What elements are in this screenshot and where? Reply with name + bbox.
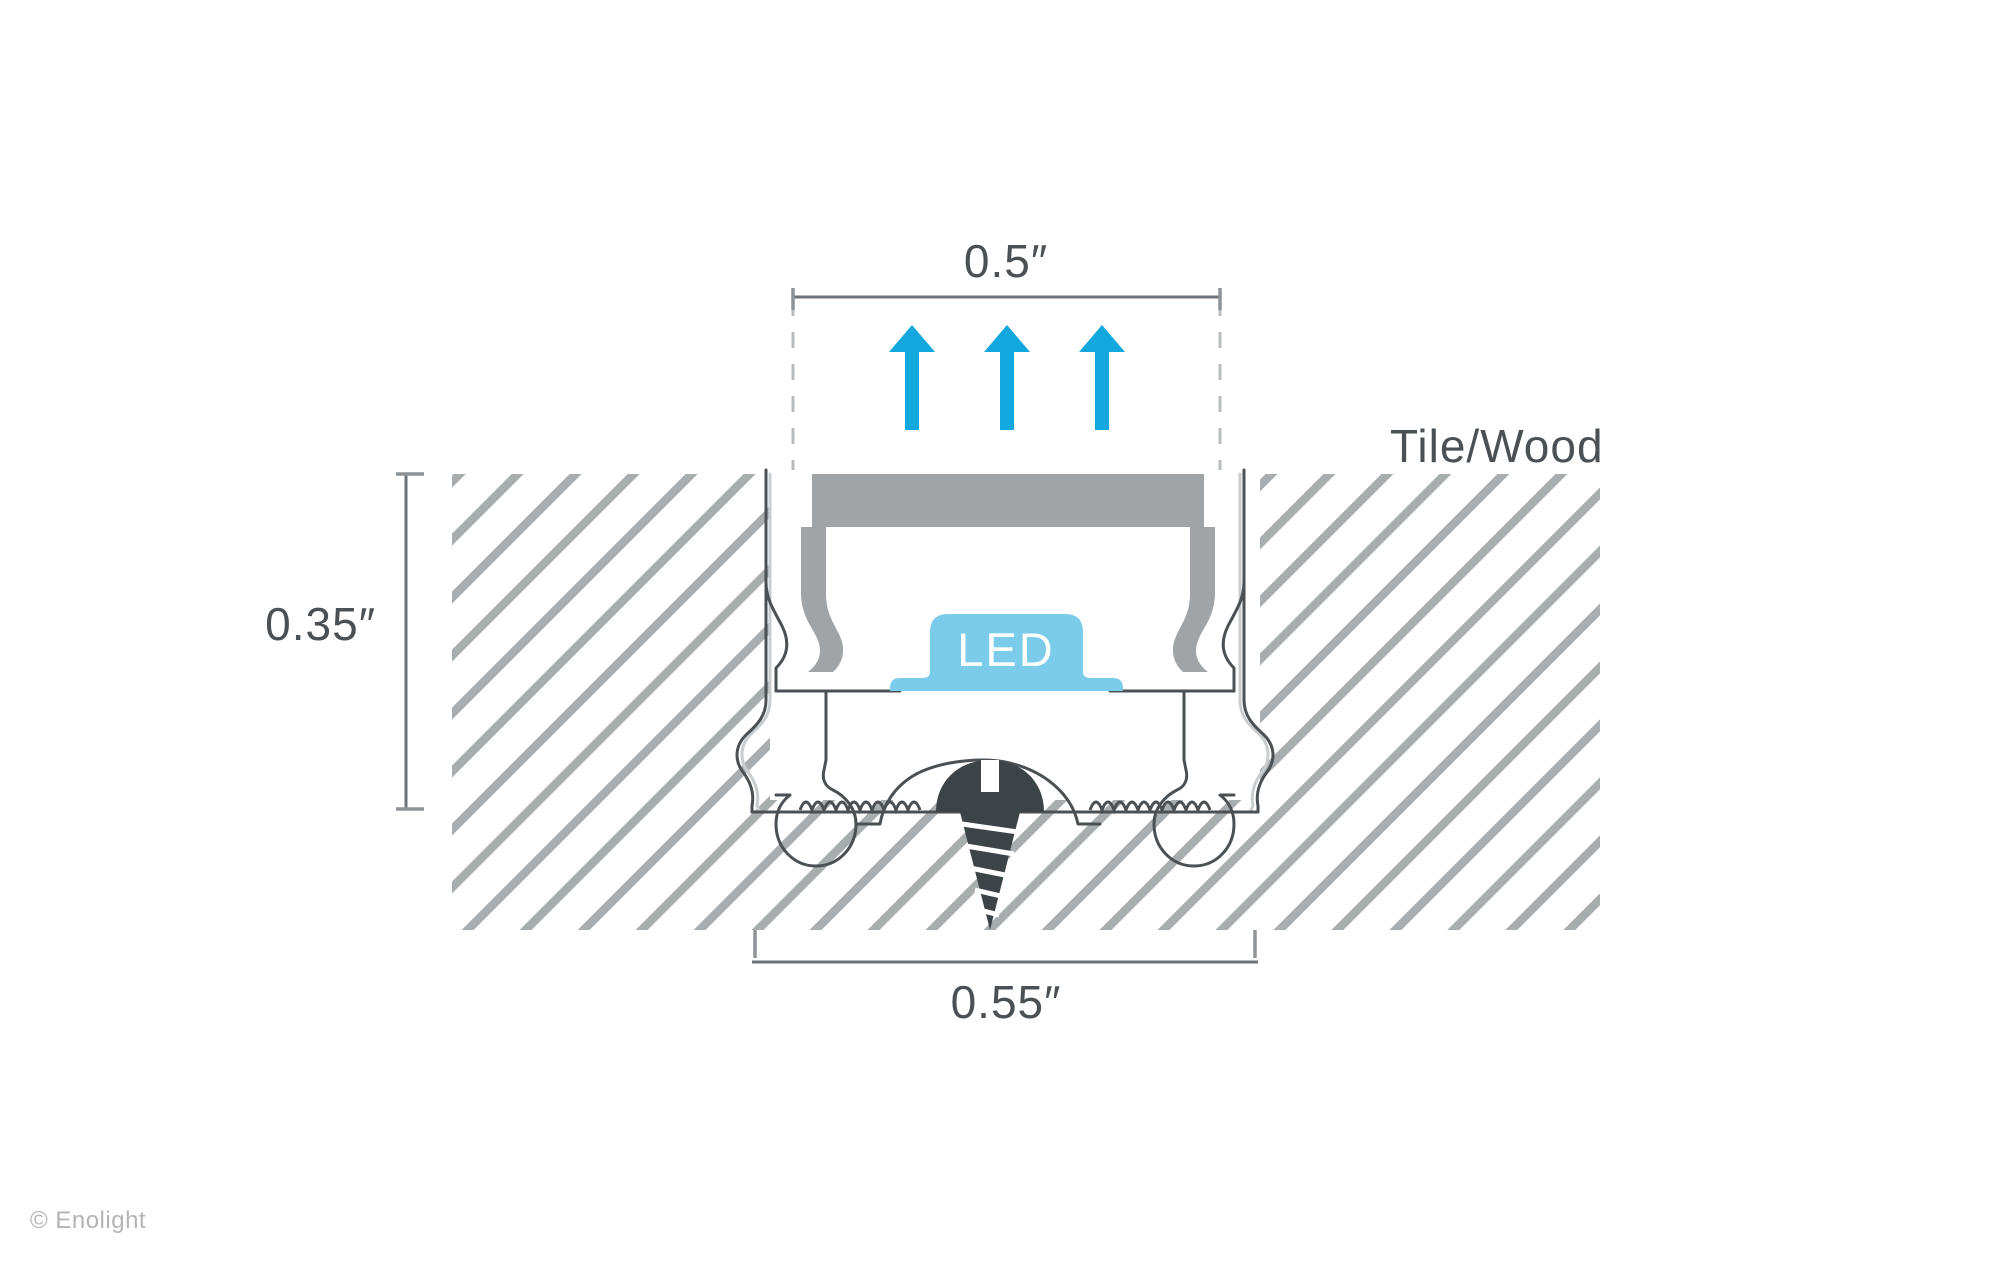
- dimension-label-bottom: 0.55″: [951, 976, 1062, 1028]
- copyright-credit: © Enolight: [30, 1207, 146, 1234]
- profile-scurve-left: [735, 580, 768, 814]
- substrate-tile-wood: [452, 474, 1600, 930]
- screw-icon: [936, 760, 1044, 930]
- profile-groove-right: [1152, 689, 1236, 868]
- profile-scurve-right: [1242, 580, 1275, 814]
- led-strip: LED: [890, 614, 1123, 691]
- dimension-left: 0.35″: [265, 472, 424, 811]
- led-channel-profile: LED: [735, 468, 1275, 930]
- dimension-top: 0.5″: [791, 235, 1222, 470]
- arrow-up-icon: [984, 325, 1030, 430]
- led-strip-label: LED: [957, 623, 1054, 676]
- profile-serration-left: [798, 800, 922, 815]
- profile-serration-right: [1088, 800, 1212, 815]
- diffuser-lens: [801, 474, 1215, 672]
- arrow-up-icon: [889, 325, 935, 430]
- profile-center-dome: [854, 758, 1102, 826]
- light-emission-arrows: [889, 325, 1125, 430]
- dimension-bottom: 0.55″: [752, 930, 1258, 1028]
- arrow-up-icon: [1079, 325, 1125, 430]
- profile-groove-left: [774, 689, 858, 868]
- dimension-label-left: 0.35″: [265, 598, 376, 650]
- dimension-label-top: 0.5″: [964, 235, 1048, 287]
- material-label: Tile/Wood: [1390, 420, 1604, 472]
